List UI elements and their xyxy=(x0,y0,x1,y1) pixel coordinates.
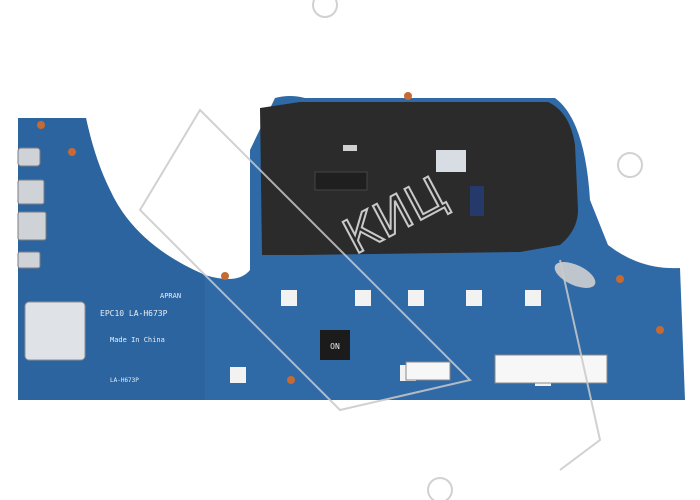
test-pad xyxy=(230,367,246,383)
screw-pad xyxy=(616,275,624,283)
silkscreen-made-in-china: Made In China xyxy=(110,336,165,344)
test-pad xyxy=(466,290,482,306)
test-pad xyxy=(408,290,424,306)
chip-marking: ON xyxy=(330,342,340,351)
sticker-1 xyxy=(405,361,451,381)
silkscreen-model: EPC10 LA-H673P xyxy=(100,309,168,318)
screw-pad xyxy=(287,376,295,384)
watermark-lines xyxy=(138,108,472,412)
shield-component xyxy=(470,186,484,216)
power-jack xyxy=(17,251,41,269)
left-connectors xyxy=(17,147,86,361)
screw-pads xyxy=(37,92,664,384)
watermark-circle xyxy=(427,477,453,500)
shield-slot xyxy=(314,171,368,191)
sd-card-slot xyxy=(24,301,86,361)
watermark-lines xyxy=(559,259,602,471)
ethernet-port xyxy=(17,211,47,241)
watermark-circle xyxy=(312,0,338,18)
emi-shield xyxy=(260,102,578,255)
sticker-2 xyxy=(494,354,608,384)
test-pad xyxy=(281,290,297,306)
watermark xyxy=(138,0,643,500)
screw-pad xyxy=(221,272,229,280)
heatpipe-mount xyxy=(554,262,596,288)
main-chip xyxy=(320,330,350,360)
screw-pad xyxy=(68,148,76,156)
usb-a-port xyxy=(17,179,45,205)
silkscreen-rev: APRAN xyxy=(160,292,181,300)
screw-pad xyxy=(404,92,412,100)
shield-small-part xyxy=(343,145,357,151)
screw-pad xyxy=(656,326,664,334)
silkscreen-small-code: LA-H673P xyxy=(110,377,139,384)
shield-window xyxy=(436,150,466,172)
test-pad xyxy=(525,290,541,306)
test-pad xyxy=(355,290,371,306)
usb-c-port xyxy=(17,147,41,167)
screw-pad xyxy=(37,121,45,129)
watermark-circle xyxy=(617,152,643,178)
